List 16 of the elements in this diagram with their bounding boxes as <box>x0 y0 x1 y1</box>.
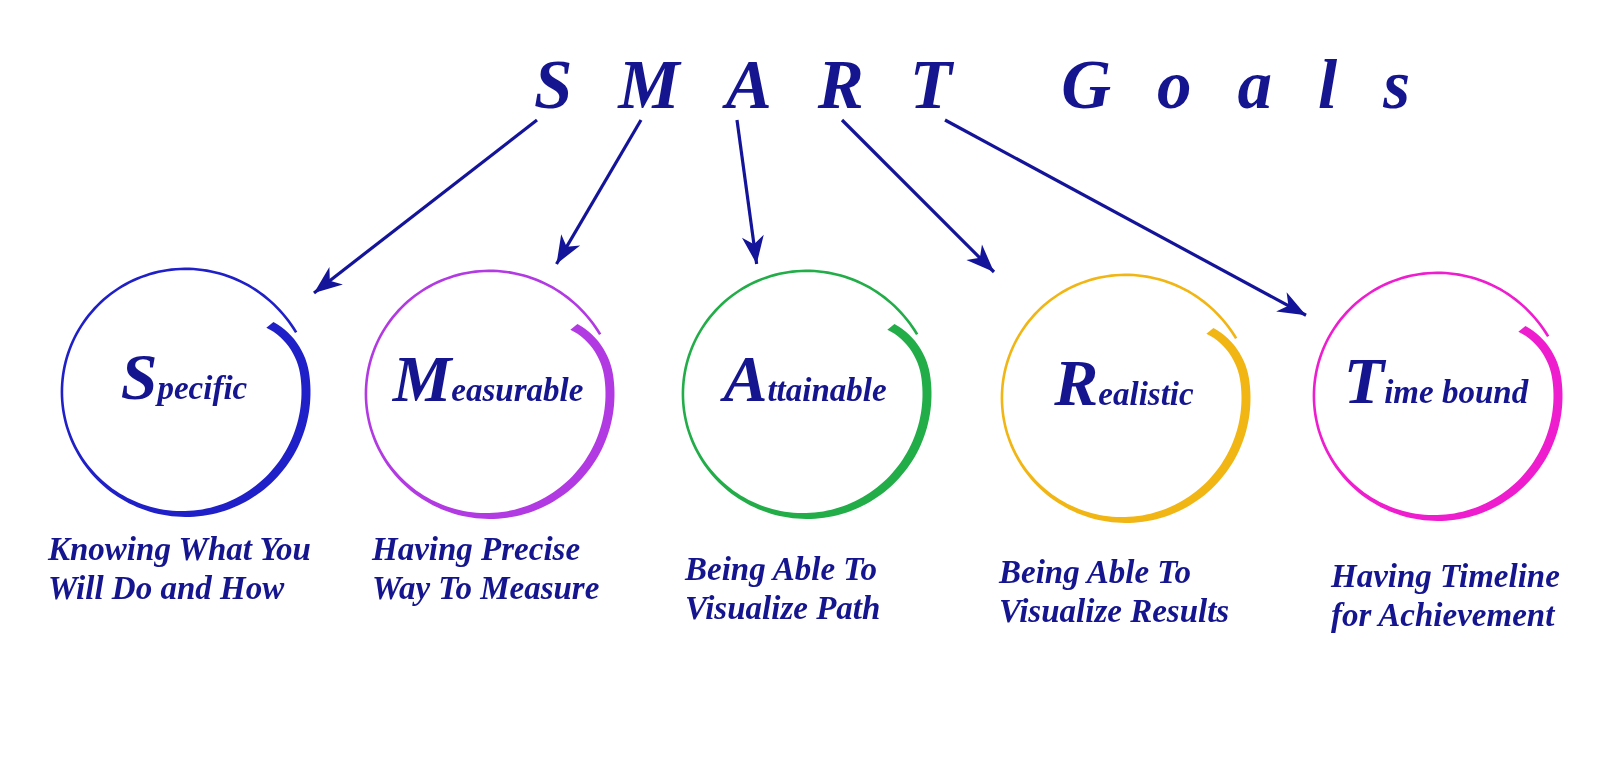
arrow <box>840 118 996 274</box>
arrow <box>944 118 1307 317</box>
goal-label: Time bound <box>1343 348 1529 419</box>
goal-description: Being Able To Visualize Results <box>999 553 1231 631</box>
goal-label: Attainable <box>723 346 887 417</box>
arrow <box>313 118 538 295</box>
arrow <box>735 119 764 265</box>
goal-label: Measurable <box>392 346 584 417</box>
goal-description: Having Precise Way To Measure <box>372 530 601 608</box>
goal-label: Realistic <box>1054 350 1194 421</box>
goal-description: Being Able To Visualize Path <box>685 550 882 628</box>
goal-label: Specific <box>120 344 248 415</box>
goal-description: Having Timeline for Achievement <box>1331 557 1561 635</box>
diagram-title: SMART Goals <box>534 50 1411 120</box>
goal-description: Knowing What You Will Do and How <box>48 530 312 608</box>
arrow <box>555 119 643 265</box>
